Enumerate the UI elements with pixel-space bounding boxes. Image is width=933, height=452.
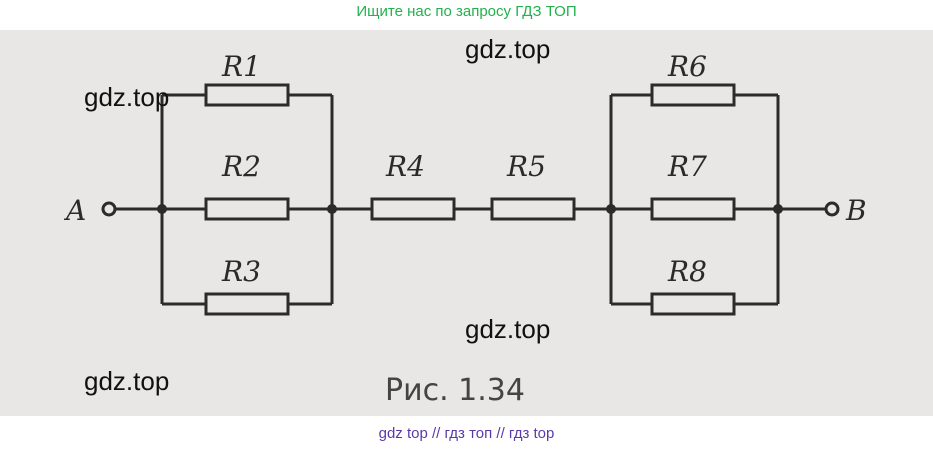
resistor-r6	[650, 83, 736, 107]
top-banner[interactable]: Ищите нас по запросу ГДЗ ТОП	[0, 0, 933, 30]
bottom-banner[interactable]: gdz top // гдз топ // гдз top	[0, 416, 933, 452]
watermark-1: gdz.top	[465, 34, 551, 64]
resistor-r5	[490, 197, 576, 221]
label-r1: R1	[221, 50, 261, 83]
resistor-r2	[204, 197, 290, 221]
junction-right-left	[606, 204, 616, 214]
node-label-b: B	[845, 194, 867, 227]
junction-mid	[327, 204, 337, 214]
resistor-r1	[204, 83, 290, 107]
junction-right-right	[773, 204, 783, 214]
figure-caption: Рис. 1.34	[385, 373, 525, 408]
label-r4: R4	[385, 150, 425, 183]
terminal-b	[824, 201, 840, 217]
resistor-r7	[650, 197, 736, 221]
watermark-2: gdz.top	[84, 82, 170, 112]
junction-left	[157, 204, 167, 214]
watermark-3: gdz.top	[465, 314, 551, 344]
resistor-r3	[204, 292, 290, 316]
label-r2: R2	[221, 150, 261, 183]
label-r3: R3	[221, 255, 261, 288]
label-r7: R7	[667, 150, 707, 183]
resistor-r4	[370, 197, 456, 221]
watermark-4: gdz.top	[84, 366, 170, 396]
label-r5: R5	[506, 150, 546, 183]
label-r6: R6	[667, 50, 707, 83]
node-label-a: A	[63, 194, 86, 227]
label-r8: R8	[667, 255, 707, 288]
resistor-r8	[650, 292, 736, 316]
terminal-a	[101, 201, 117, 217]
